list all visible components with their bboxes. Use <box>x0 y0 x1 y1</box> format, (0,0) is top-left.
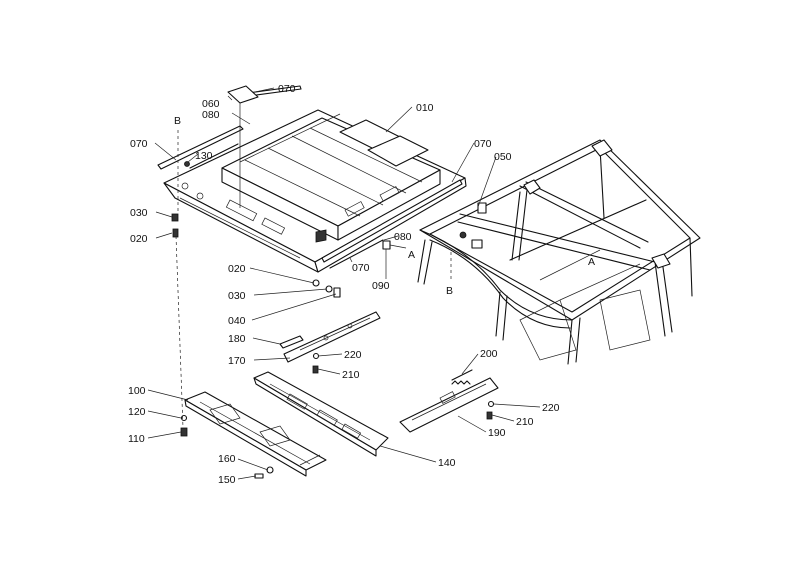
callout-130: 130 <box>195 150 213 162</box>
roof-panel <box>163 109 467 273</box>
center-tray <box>253 371 389 457</box>
callout-090: 090 <box>372 280 390 292</box>
callout-080-mid: 080 <box>394 231 412 243</box>
left-tray <box>184 391 327 477</box>
spring-part <box>451 369 473 385</box>
callout-220-mid: 220 <box>344 349 362 361</box>
callout-150: 150 <box>218 474 236 486</box>
callout-220-right: 220 <box>542 402 560 414</box>
callout-170: 170 <box>228 355 246 367</box>
leader-lines <box>147 87 541 480</box>
callout-200: 200 <box>480 348 498 360</box>
callout-180: 180 <box>228 333 246 345</box>
callout-060: 060 <box>202 98 220 110</box>
callout-050: 050 <box>494 151 512 163</box>
long-bracket <box>283 311 381 363</box>
ref-b-frame: B <box>446 285 453 297</box>
callout-110: 110 <box>128 433 145 445</box>
callout-070-right: 070 <box>474 138 492 150</box>
callout-010: 010 <box>416 102 434 114</box>
callout-210-mid: 210 <box>342 369 360 381</box>
callout-140: 140 <box>438 457 456 469</box>
cab-frame <box>417 139 701 365</box>
roof-fasteners <box>171 161 391 298</box>
callout-020-upper: 020 <box>130 233 148 245</box>
callout-070-top: 070 <box>278 83 296 95</box>
callout-040: 040 <box>228 315 246 327</box>
ref-a-left: A <box>408 249 415 261</box>
weather-strips <box>157 85 463 269</box>
pad-part <box>227 85 259 104</box>
right-bracket <box>399 377 499 433</box>
callout-070-bottom: 070 <box>352 262 370 274</box>
ref-a-frame: A <box>588 256 595 268</box>
callout-080-top: 080 <box>202 109 220 121</box>
trim-strip <box>279 335 304 349</box>
callout-120: 120 <box>128 406 146 418</box>
callout-labels: 010 020 020 030 030 040 050 060 070 070 … <box>128 83 595 486</box>
callout-070-left: 070 <box>130 138 148 150</box>
assembly-lines <box>175 130 452 429</box>
callout-190: 190 <box>488 427 506 439</box>
callout-210-right: 210 <box>516 416 534 428</box>
callout-030-upper: 030 <box>130 207 148 219</box>
callout-020-lower: 020 <box>228 263 246 275</box>
callout-030-lower: 030 <box>228 290 246 302</box>
callout-160: 160 <box>218 453 236 465</box>
callout-100: 100 <box>128 385 146 397</box>
ref-b-top: B <box>174 115 181 127</box>
